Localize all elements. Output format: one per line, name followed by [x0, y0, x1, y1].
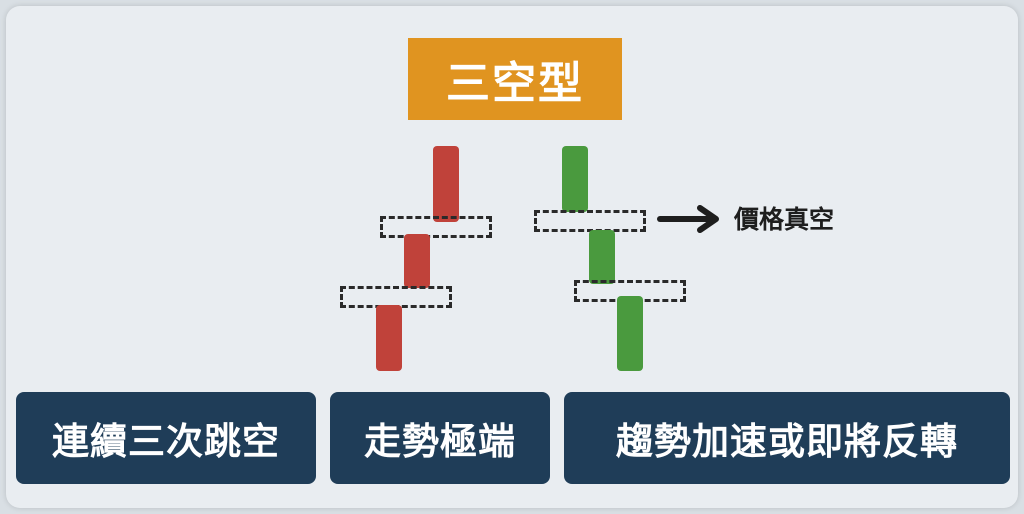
bullish-candle-2 — [589, 230, 615, 284]
arrow-right-icon — [657, 205, 719, 233]
bullish-candle-3 — [617, 296, 643, 371]
price-vacuum-label: 價格真空 — [734, 205, 835, 234]
bearish-gap-1 — [380, 216, 492, 238]
tag-consecutive-gaps: 連續三次跳空 — [16, 392, 316, 484]
tag-extreme-trend: 走勢極端 — [330, 392, 550, 484]
slide-frame: 三空型 價格真空 連續三次跳空 走勢極端 趨勢加速或即將反轉 — [6, 6, 1018, 508]
bearish-candle-3 — [376, 305, 402, 371]
bearish-candle-2 — [404, 234, 430, 288]
bullish-candle-1 — [562, 146, 588, 212]
bullish-gap-1 — [534, 210, 646, 232]
pattern-title: 三空型 — [408, 38, 622, 120]
tag-trend-acceleration-or-reversal: 趨勢加速或即將反轉 — [564, 392, 1010, 484]
bearish-candle-1 — [433, 146, 459, 222]
